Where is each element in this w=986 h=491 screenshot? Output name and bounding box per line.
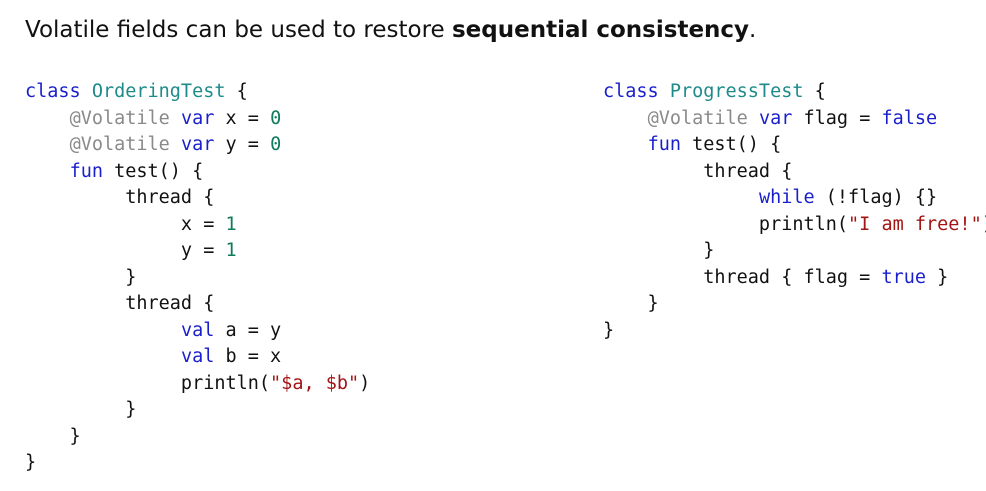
code-token	[25, 161, 70, 182]
code-token: var	[758, 107, 793, 129]
code-token: true	[881, 266, 927, 288]
code-line: @Volatile var y = 0	[25, 132, 370, 159]
code-line: class ProgressTest {	[603, 79, 986, 106]
code-line: @Volatile var flag = false	[603, 106, 986, 133]
code-line: }	[25, 397, 370, 424]
code-line: fun test() {	[603, 132, 986, 159]
code-line: thread {	[25, 185, 370, 212]
code-token: ProgressTest	[669, 81, 804, 102]
code-line: thread {	[603, 159, 986, 186]
code-token: thread {	[603, 160, 793, 182]
code-token: }	[25, 266, 137, 288]
code-line: }	[603, 318, 986, 345]
code-token	[748, 108, 759, 129]
code-token: fun	[647, 134, 681, 155]
code-token	[170, 134, 181, 155]
code-token: class	[603, 81, 670, 102]
code-line: x = 1	[25, 212, 370, 239]
code-token: flag =	[792, 107, 882, 129]
code-token: @Volatile	[647, 107, 748, 129]
code-line: while (!flag) {}	[603, 185, 986, 212]
code-token: y =	[214, 134, 271, 155]
code-token: false	[881, 107, 938, 129]
code-token	[603, 108, 648, 129]
code-line: }	[603, 291, 986, 318]
code-token: "$a, $b"	[270, 372, 360, 394]
code-token: y =	[25, 240, 226, 261]
code-token: 1	[225, 240, 237, 261]
code-line: }	[25, 265, 370, 292]
code-token	[603, 187, 759, 208]
slide-heading: Volatile fields can be used to restore s…	[25, 14, 756, 46]
code-token: }	[603, 319, 615, 341]
code-token: @Volatile	[69, 107, 170, 129]
code-token	[25, 346, 181, 367]
code-token	[170, 108, 181, 129]
code-token: test() {	[680, 134, 782, 155]
code-token: thread {	[25, 187, 215, 208]
code-token: }	[926, 266, 949, 288]
code-token: OrderingTest	[91, 81, 226, 102]
code-token: "I am free!"	[848, 213, 982, 235]
code-line: println("I am free!")	[603, 212, 986, 239]
code-token: {	[225, 81, 248, 102]
code-token	[25, 108, 70, 129]
code-line: println("$a, $b")	[25, 371, 370, 398]
code-token: a = y	[214, 319, 282, 341]
code-token: 0	[270, 107, 282, 129]
code-token: println(	[25, 372, 271, 394]
code-token: test() {	[102, 160, 204, 182]
code-token: thread { flag =	[603, 266, 882, 288]
code-token: 1	[225, 213, 237, 235]
code-token: b = x	[214, 346, 282, 367]
code-token: while	[758, 187, 815, 208]
code-line: }	[603, 238, 986, 265]
code-line: class OrderingTest {	[25, 79, 370, 106]
progress-test-code-block: class ProgressTest { @Volatile var flag …	[603, 79, 986, 344]
code-line: }	[25, 450, 370, 477]
ordering-test-code-block: class OrderingTest { @Volatile var x = 0…	[25, 79, 370, 477]
code-token: }	[25, 399, 137, 420]
code-line: fun test() {	[25, 159, 370, 186]
code-token: println(	[603, 213, 849, 235]
code-token: }	[25, 425, 81, 447]
code-line: val b = x	[25, 344, 370, 371]
code-token: thread {	[25, 293, 215, 314]
code-line: thread {	[25, 291, 370, 318]
code-line: thread { flag = true }	[603, 265, 986, 292]
code-token	[25, 320, 181, 341]
code-token: x =	[214, 107, 271, 129]
code-token	[603, 134, 648, 155]
code-line: }	[25, 424, 370, 451]
code-token	[25, 134, 70, 155]
code-token: var	[180, 107, 215, 129]
code-token: fun	[69, 160, 103, 182]
code-token: {	[803, 81, 826, 102]
heading-prefix: Volatile fields can be used to restore	[25, 17, 452, 43]
code-token: class	[25, 81, 92, 102]
code-token: @Volatile	[69, 134, 170, 155]
code-line: @Volatile var x = 0	[25, 106, 370, 133]
code-line: y = 1	[25, 238, 370, 265]
code-token: }	[25, 452, 37, 473]
code-token: }	[603, 293, 659, 314]
code-token: (!flag) {}	[814, 187, 938, 208]
code-token: )	[982, 214, 986, 235]
code-token: var	[180, 134, 215, 155]
code-line: val a = y	[25, 318, 370, 345]
code-token: val	[180, 319, 215, 341]
code-token: 0	[270, 134, 282, 155]
code-token: x =	[25, 213, 226, 235]
heading-suffix: .	[749, 17, 757, 43]
code-token: )	[359, 372, 371, 394]
heading-bold-term: sequential consistency	[451, 17, 750, 43]
code-token: val	[180, 346, 215, 367]
code-token: }	[603, 240, 715, 261]
